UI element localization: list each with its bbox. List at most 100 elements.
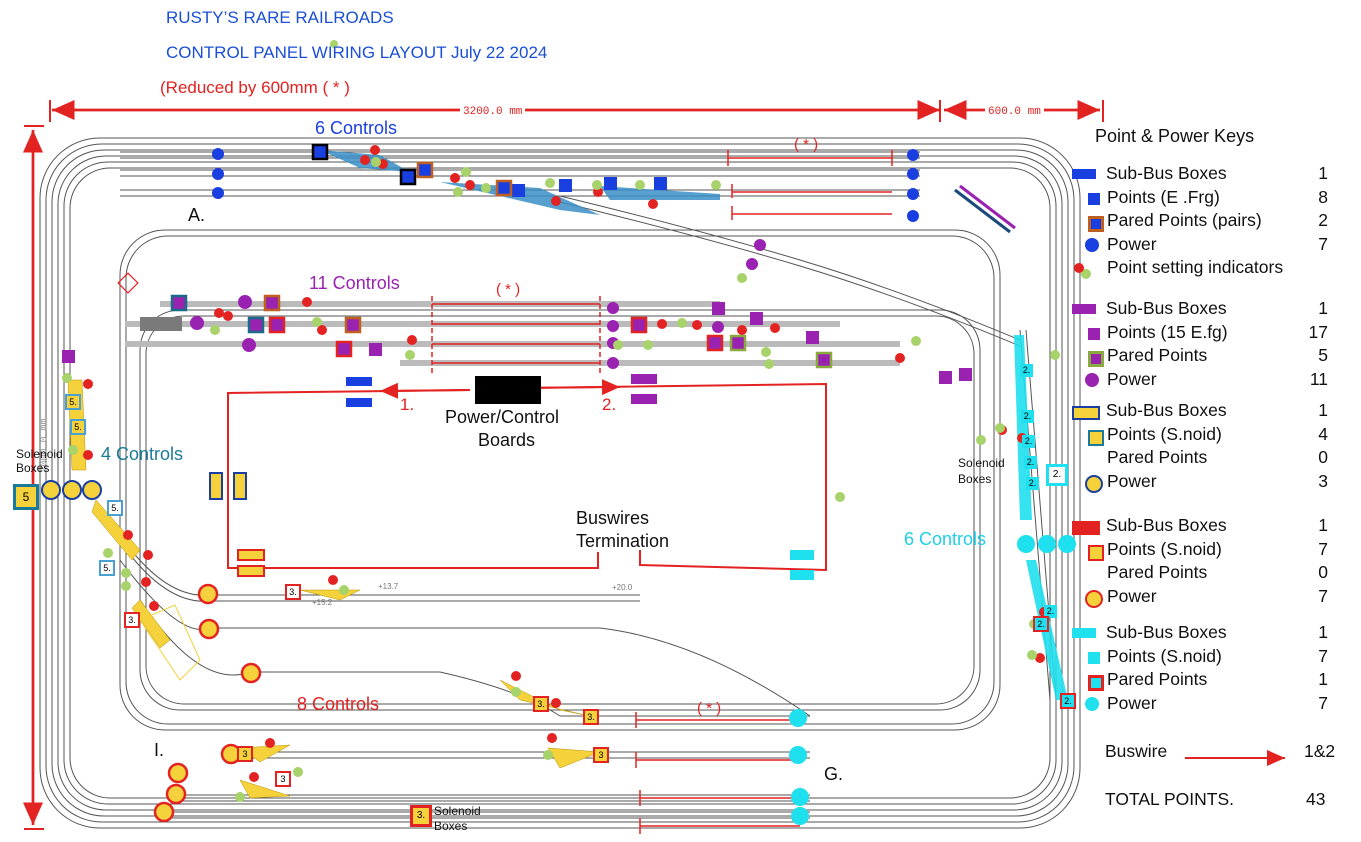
legend-total-label: TOTAL POINTS. [1105,789,1235,809]
legend-key-label: Sub-Bus Boxes [1106,400,1227,420]
legend-key-icon [1088,651,1100,664]
legend-key-label: Pared Points [1107,562,1208,582]
legend-key-count: 2 [1318,210,1328,230]
subbus-box-2: 2. [1046,464,1068,486]
point-box-2: 2. [1022,435,1035,448]
legend-key-label: Points (S.noid) [1107,423,1222,444]
legend-key-count: 17 [1308,321,1328,342]
legend-key-icon [1088,327,1100,340]
controls-cyan-label: 6 Controls [904,529,987,549]
legend-key-count: 1 [1318,163,1328,183]
legend-buswire-label: Buswire [1105,741,1168,761]
legend-key-count: 5 [1318,345,1328,365]
legend-key-count: 7 [1318,645,1328,666]
legend-key-count: 4 [1318,423,1328,444]
legend-key-icon [1085,696,1099,711]
legend-key-label: Points (S.noid) [1107,538,1222,559]
legend-key-label: Sub-Bus Boxes [1106,298,1227,318]
page-title: RUSTY’S RARE RAILROADS [166,8,394,27]
subbus-box-3: 3. [410,805,432,827]
legend-key-icon [1088,429,1104,446]
legend-key-icon [1088,216,1104,232]
legend-key-label: Sub-Bus Boxes [1106,163,1227,183]
tick-label: +13.7 [378,582,399,591]
legend-key-count: 7 [1318,585,1328,606]
controls-teal-label: 4 Controls [101,444,184,464]
legend-key-icon [1085,589,1103,608]
point-box-5: 5. [65,394,81,410]
controls-blue-label: 6 Controls [315,118,398,138]
legend-key-icon [1088,192,1100,205]
legend-key-label: Sub-Bus Boxes [1106,515,1227,535]
legend-key-icon [1081,269,1091,279]
dimension-main-width: 3200.0 mm [460,106,526,118]
reduced-marker-middle: ( * ) [496,281,521,298]
legend-key-label: Pared Points [1107,447,1208,467]
legend-key-label: Pared Points [1107,345,1208,365]
legend-key-icon [1088,351,1104,367]
tick-label: +15.2 [312,598,333,607]
point-box-3: 3 [237,746,253,762]
point-box-3: 3 [593,747,609,763]
legend-key-label: Power [1107,692,1157,713]
legend-total-value: 43 [1306,789,1326,809]
point-box-3: 3 [275,771,291,787]
point-box-2: 2. [1024,456,1037,469]
legend-key-icon [1072,628,1096,638]
legend-key-icon [1085,372,1099,387]
legend-key-label: Pared Points [1107,669,1208,689]
legend-key-label: Pared Points (pairs) [1107,210,1262,230]
legend-key-count: 3 [1318,470,1328,491]
pared-point-box-2: 2. [1033,616,1049,632]
point-box-5: 5. [70,419,86,435]
point-box-2: 2. [1026,477,1039,490]
legend-key-icon [1072,406,1100,420]
legend-key-count: 0 [1318,447,1328,467]
legend-key-count: 8 [1318,186,1328,207]
buswire-termination-label: Buswires [576,508,650,528]
legend-key-count: 7 [1318,692,1328,713]
station-g-label: G. [824,764,844,784]
legend-key-label: Points (S.noid) [1107,645,1222,666]
legend-key-label: Power [1107,368,1157,389]
dimension-reduction: 600.0 mm [985,106,1044,118]
legend-key-count: 1 [1318,298,1328,318]
station-i-label: I. [154,740,165,760]
buswire-termination-label: Termination [576,531,670,551]
bus-2-label: 2. [602,395,617,414]
point-box-3: 3. [533,696,549,712]
legend-key-count: 1 [1318,515,1328,535]
legend-key-count: 1 [1318,622,1328,642]
page-subtitle: CONTROL PANEL WIRING LAYOUT July 22 2024 [166,43,548,62]
pared-point-box-2: 2. [1060,693,1076,709]
point-box-2: 2. [1044,605,1057,618]
legend-key-label: Points (E .Frg) [1107,186,1220,207]
controls-purple-label: 11 Controls [309,273,400,293]
point-box-2: 2. [1021,410,1034,423]
reduced-marker-top: ( * ) [794,136,819,153]
subbus-box-5: 5 [13,484,39,510]
legend-key-icon [1072,169,1096,179]
legend-key-label: Sub-Bus Boxes [1106,622,1227,642]
legend-key-icon [1088,544,1104,561]
legend-key-count: 0 [1318,562,1328,582]
legend-key-count: 1 [1318,400,1328,420]
point-box-3: 3. [583,709,599,725]
legend-key-icon [1074,263,1084,273]
legend-key-icon [1085,237,1099,252]
controls-red-label: 8 Controls [297,694,380,714]
legend-buswire-value: 1&2 [1304,741,1336,761]
point-box-3: 3. [285,584,301,600]
legend-key-count: 7 [1318,233,1328,254]
tick-label: +20.0 [612,583,633,592]
legend-key-icon [1085,474,1103,493]
point-box-2: 2. [1020,364,1033,377]
legend-key-icon [1088,675,1104,691]
station-a-label: A. [188,205,206,225]
legend-key-icon [1072,304,1096,314]
legend-key-count: 1 [1318,669,1328,689]
reduction-note: (Reduced by 600mm ( * ) [160,78,350,97]
